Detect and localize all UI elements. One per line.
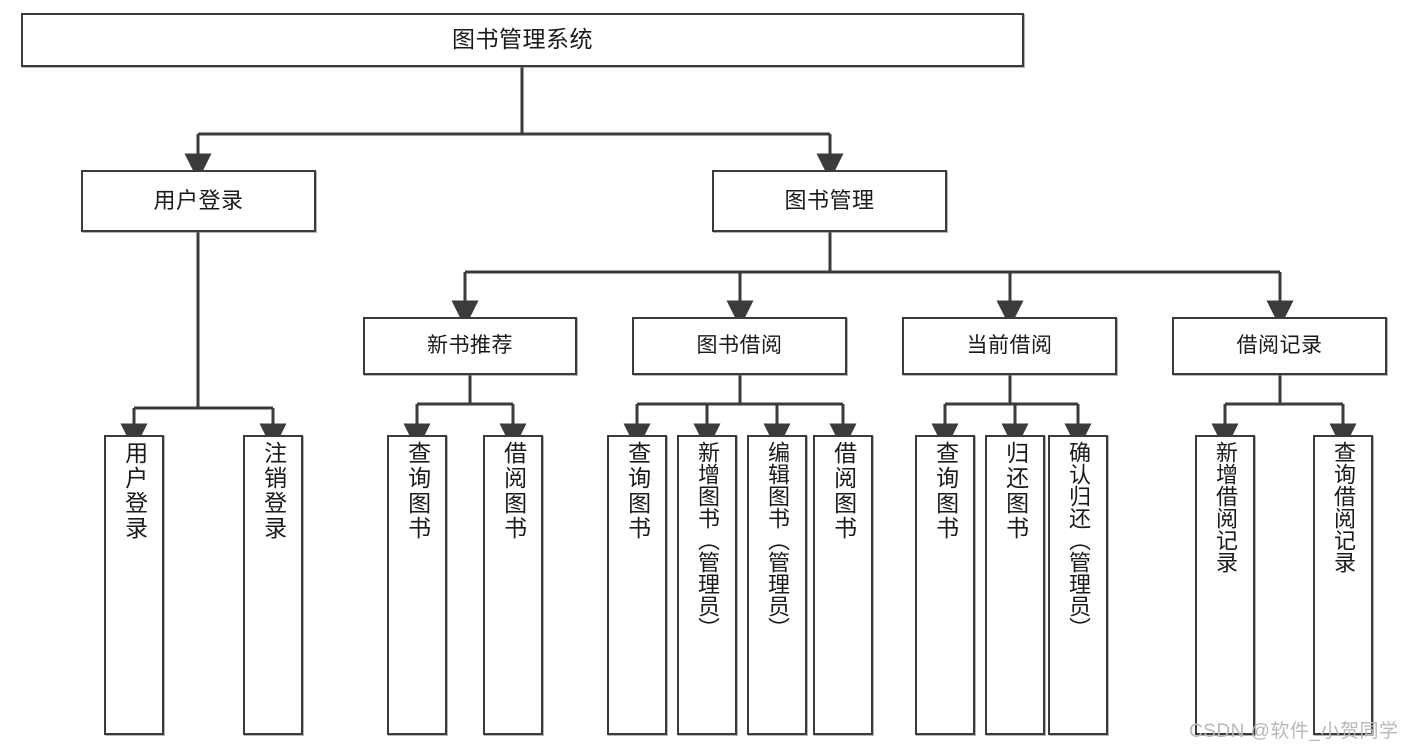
node-label: 当前借阅 [966,334,1053,358]
node-label: 图书管理系统 [452,26,593,53]
leaf-logout-login[interactable]: 注销登录 [243,435,303,735]
node-label: 借阅图书 [500,441,527,541]
node-label: 新增图书（管理员） [694,441,720,639]
leaf-add-book[interactable]: 新增图书（管理员） [677,435,737,735]
watermark-text: CSDN @软件_小贺同学 [1189,721,1399,742]
node-label: 编辑图书（管理员） [764,441,790,639]
node-label: 新书推荐 [427,334,513,358]
leaf-confirm-return[interactable]: 确认归还（管理员） [1048,435,1108,735]
leaf-query-book-current[interactable]: 查询图书 [915,435,975,735]
leaf-user-login[interactable]: 用户登录 [104,435,164,735]
node-label: 查询借阅记录 [1330,441,1356,573]
node-label: 用户登录 [153,187,244,213]
node-current-borrow[interactable]: 当前借阅 [902,317,1117,375]
node-label: 借阅图书 [830,441,857,541]
node-book-borrow[interactable]: 图书借阅 [632,317,847,375]
node-label: 归还图书 [1002,441,1029,541]
node-label: 查询图书 [404,441,431,541]
leaf-return-book[interactable]: 归还图书 [985,435,1045,735]
node-book-management[interactable]: 图书管理 [712,170,947,232]
node-label: 查询图书 [624,441,651,541]
node-label: 注销登录 [260,441,287,541]
node-label: 图书借阅 [696,334,783,358]
leaf-query-borrow-record[interactable]: 查询借阅记录 [1313,435,1373,735]
node-label: 图书管理 [784,187,875,213]
node-user-login[interactable]: 用户登录 [81,170,316,232]
node-new-book-recommend[interactable]: 新书推荐 [363,317,577,375]
node-label: 查询图书 [932,441,959,541]
node-label: 用户登录 [121,441,148,541]
node-root-system[interactable]: 图书管理系统 [21,13,1024,67]
leaf-borrow-book[interactable]: 借阅图书 [813,435,873,735]
leaf-edit-book[interactable]: 编辑图书（管理员） [747,435,807,735]
node-label: 确认归还（管理员） [1065,441,1091,639]
leaf-borrow-book-recommend[interactable]: 借阅图书 [483,435,543,735]
node-borrow-record[interactable]: 借阅记录 [1172,317,1387,375]
node-label: 借阅记录 [1236,334,1323,358]
leaf-query-book-borrow[interactable]: 查询图书 [607,435,667,735]
leaf-query-book-recommend[interactable]: 查询图书 [387,435,447,735]
leaf-add-borrow-record[interactable]: 新增借阅记录 [1195,435,1255,735]
node-label: 新增借阅记录 [1212,441,1238,573]
